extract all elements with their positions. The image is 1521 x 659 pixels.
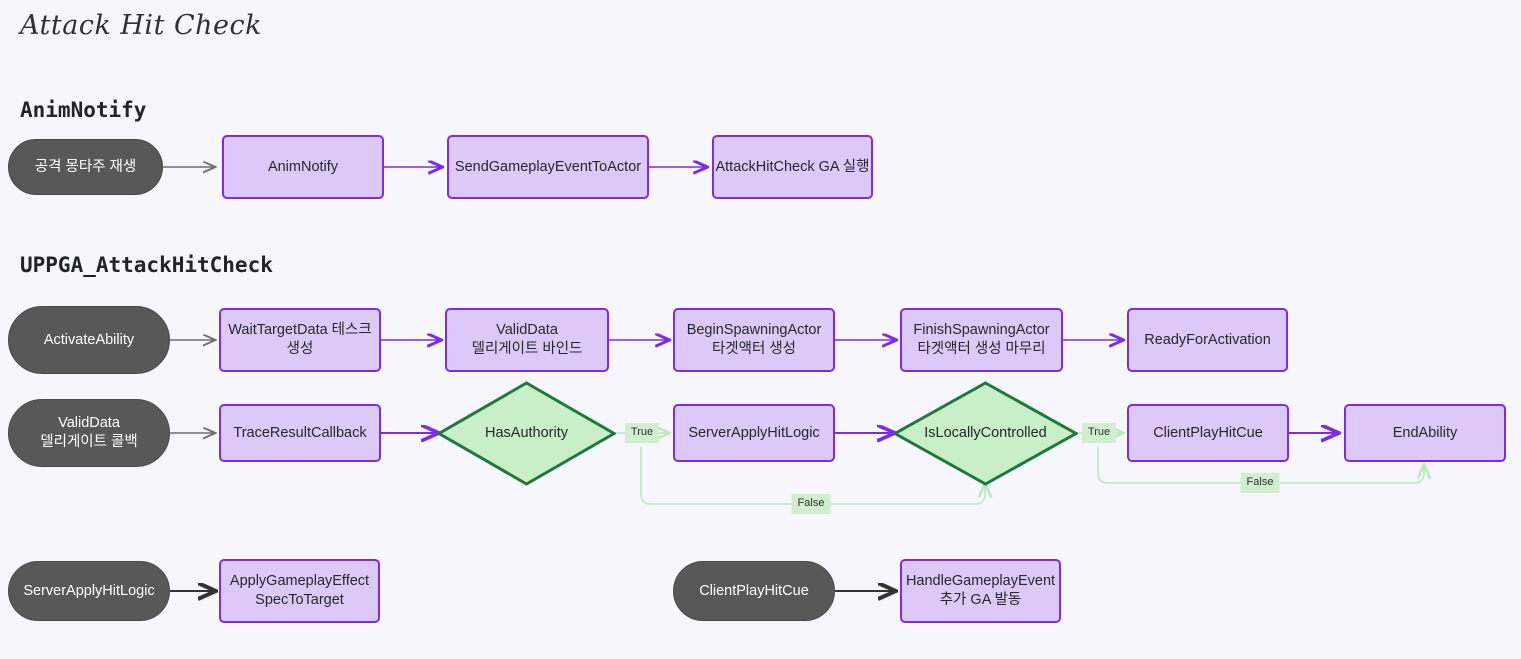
node-animnotify[interactable]: AnimNotify bbox=[222, 135, 384, 199]
node-clientplayhitcue-entry[interactable]: ClientPlayHitCue bbox=[673, 561, 835, 621]
node-readyforactivation[interactable]: ReadyForActivation bbox=[1127, 308, 1288, 372]
section-header-uppga-attackhitcheck: UPPGA_AttackHitCheck bbox=[20, 253, 273, 277]
node-sendgameplayeventtoactor[interactable]: SendGameplayEventToActor bbox=[447, 135, 649, 199]
edge-label-true-hasauthority: True bbox=[624, 423, 660, 443]
node-applygameplayeffectspectotarget[interactable]: ApplyGameplayEffect SpecToTarget bbox=[219, 559, 380, 623]
node-serverapplyhitlogic-entry[interactable]: ServerApplyHitLogic bbox=[8, 561, 170, 621]
edge-label-true-islocallycontrolled: True bbox=[1081, 423, 1117, 443]
node-activateability[interactable]: ActivateAbility bbox=[8, 306, 170, 374]
node-traceresultcallback[interactable]: TraceResultCallback bbox=[219, 404, 381, 462]
node-serverapplyhitlogic[interactable]: ServerApplyHitLogic bbox=[673, 404, 835, 462]
node-waittargetdata-task[interactable]: WaitTargetData 테스크 생성 bbox=[219, 308, 381, 372]
node-attack-montage-play[interactable]: 공격 몽타주 재생 bbox=[8, 139, 163, 195]
edge-label-false-hasauthority: False bbox=[791, 494, 831, 514]
node-beginspawningactor[interactable]: BeginSpawningActor 타겟액터 생성 bbox=[673, 308, 835, 372]
diamond-shape-icon bbox=[893, 381, 1078, 486]
node-validdata-callback[interactable]: ValidData 델리게이트 콜백 bbox=[8, 399, 170, 467]
node-islocallycontrolled[interactable]: IsLocallyControlled bbox=[893, 381, 1078, 486]
node-attackhitcheck-ga[interactable]: AttackHitCheck GA 실행 bbox=[712, 135, 873, 199]
node-finishspawningactor[interactable]: FinishSpawningActor 타겟액터 생성 마무리 bbox=[900, 308, 1063, 372]
page-title: Attack Hit Check bbox=[20, 10, 263, 41]
node-hasauthority[interactable]: HasAuthority bbox=[437, 381, 616, 486]
node-validdata-bind[interactable]: ValidData 델리게이트 바인드 bbox=[445, 308, 609, 372]
section-header-animnotify: AnimNotify bbox=[20, 98, 147, 122]
diamond-shape-icon bbox=[437, 381, 616, 486]
node-islocallycontrolled-label: IsLocallyControlled bbox=[924, 425, 1047, 442]
node-hasauthority-label: HasAuthority bbox=[484, 425, 568, 442]
node-endability[interactable]: EndAbility bbox=[1344, 404, 1506, 462]
node-clientplayhitcue[interactable]: ClientPlayHitCue bbox=[1127, 404, 1289, 462]
node-handlegameplayevent[interactable]: HandleGameplayEvent 추가 GA 발동 bbox=[900, 559, 1061, 623]
edge-label-false-islocallycontrolled: False bbox=[1240, 473, 1280, 493]
